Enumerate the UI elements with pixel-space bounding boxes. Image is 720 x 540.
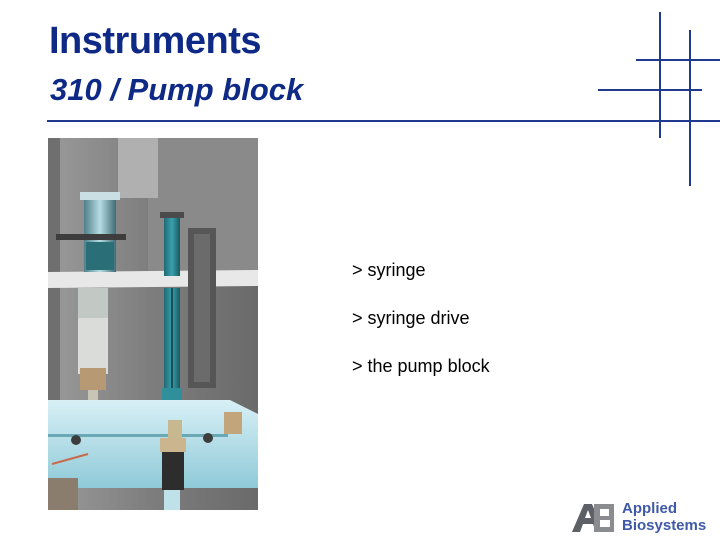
logo-text: Applied Biosystems [622, 500, 716, 534]
ab-logo-icon [572, 504, 614, 532]
pump-block-photo [48, 138, 258, 510]
title-divider [47, 120, 720, 122]
bullet-syringe: > syringe [352, 260, 426, 280]
bullet-syringe-drive: > syringe drive [352, 308, 470, 328]
slide-title: Instruments [49, 20, 261, 62]
logo-text-line1: Applied [622, 500, 677, 517]
applied-biosystems-logo: Applied Biosystems [570, 500, 716, 536]
logo-text-line2: Biosystems [622, 517, 707, 534]
bullet-pump-block: > the pump block [352, 356, 490, 376]
decorative-grid-lines [598, 12, 720, 186]
bullet-list: > syringe > syringe drive > the pump blo… [352, 258, 490, 402]
slide-subtitle: 310 / Pump block [50, 72, 304, 107]
